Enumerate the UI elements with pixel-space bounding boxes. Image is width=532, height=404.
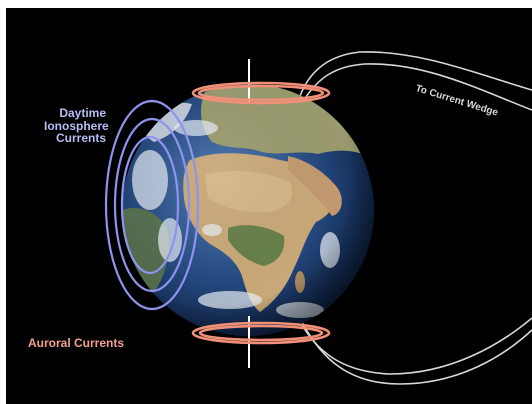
current-wedge-lines bbox=[297, 51, 532, 385]
daytime-current-rings bbox=[104, 99, 200, 311]
auroral-current-rings bbox=[191, 81, 331, 345]
auroral-currents-label: Auroral Currents bbox=[28, 336, 125, 350]
earth-globe bbox=[122, 84, 374, 336]
daytime-label-line-3: Currents bbox=[55, 131, 106, 146]
daytime-label-line-2: Ionosphere bbox=[44, 118, 109, 133]
daytime-ionosphere-label: Daytime Ionosphere Currents bbox=[44, 106, 109, 146]
daytime-label-line-1: Daytime bbox=[59, 106, 106, 120]
